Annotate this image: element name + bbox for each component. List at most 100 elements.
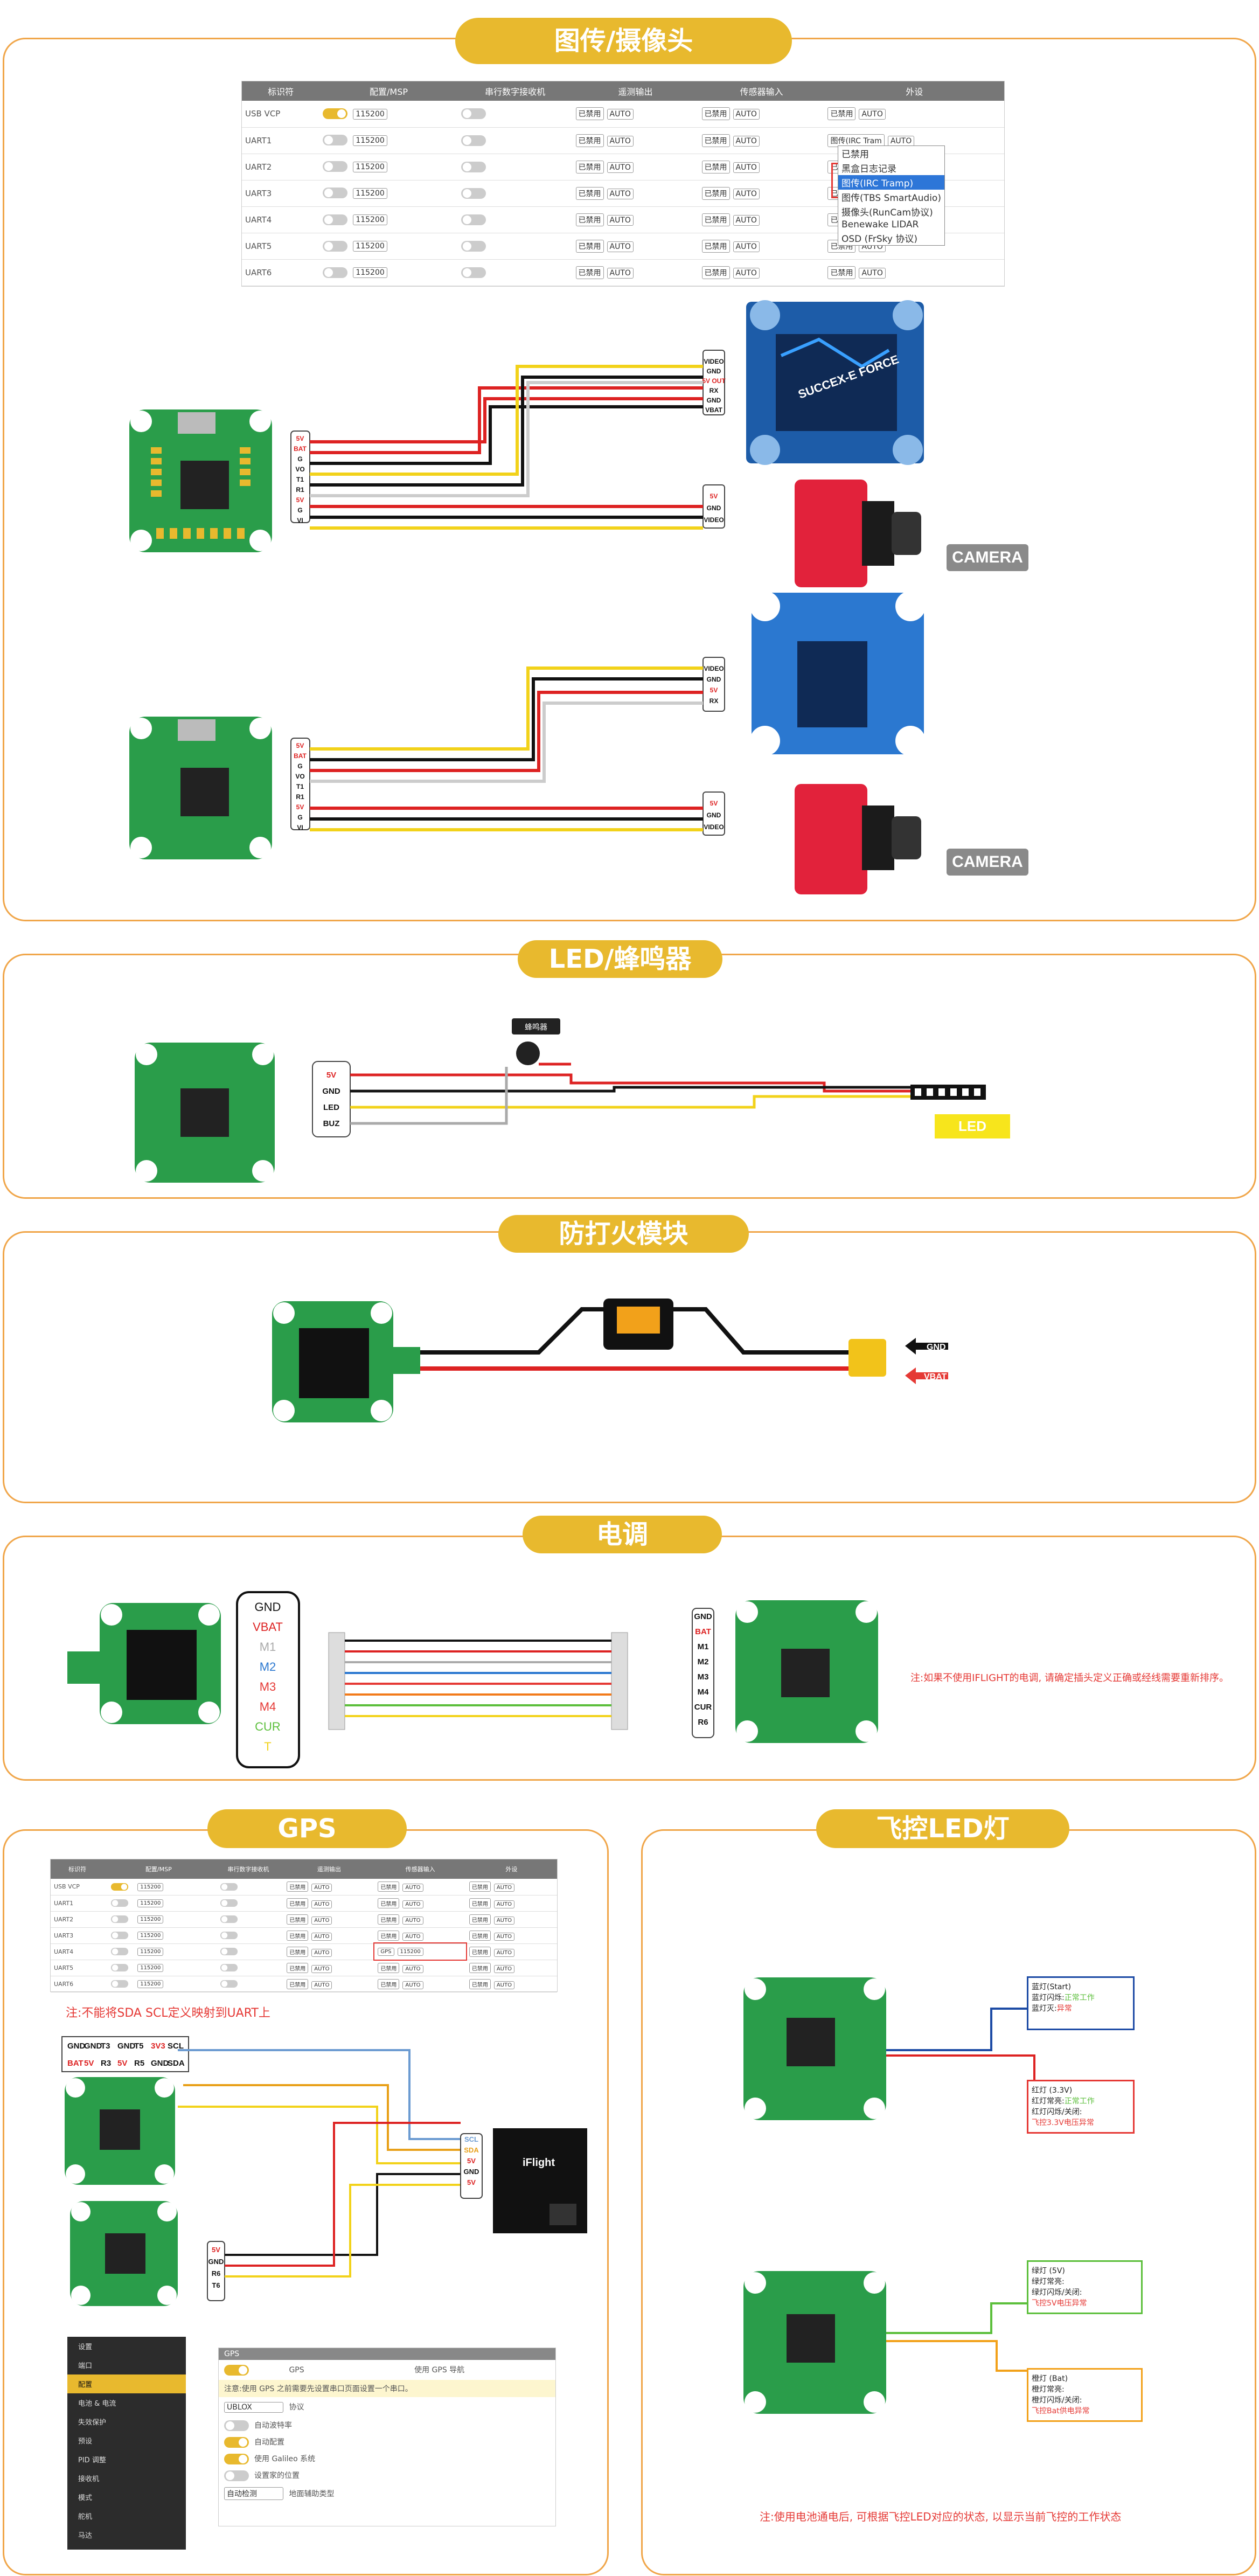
sensor-baud-select[interactable]: 115200 [397, 1947, 423, 1956]
msp-toggle[interactable] [323, 267, 348, 278]
sidebar-menu-item[interactable]: 马达 [78, 2532, 93, 2540]
sidebar-menu-item[interactable]: 舵机 [78, 2513, 93, 2521]
serial-rx-toggle[interactable] [461, 240, 486, 252]
dropdown-option[interactable]: 已禁用 [841, 149, 869, 160]
sidebar-menu-item[interactable]: 预设 [78, 2438, 93, 2446]
telemetry-baud-select[interactable]: AUTO [607, 214, 634, 226]
telemetry-select[interactable]: 已禁用 [575, 160, 604, 173]
peripheral-select[interactable]: 已禁用 [469, 1914, 491, 1925]
telemetry-baud-select[interactable]: AUTO [311, 1900, 332, 1908]
sensor-baud-select[interactable]: AUTO [733, 188, 760, 199]
peripheral-select[interactable]: 已禁用 [469, 1978, 491, 1989]
peripheral-baud-select[interactable]: AUTO [493, 1900, 514, 1908]
telemetry-baud-select[interactable]: AUTO [607, 241, 634, 252]
telemetry-select[interactable]: 已禁用 [287, 1898, 309, 1908]
telemetry-select[interactable]: 已禁用 [287, 1914, 309, 1925]
dropdown-option[interactable]: 摄像头(RunCam协议) [841, 207, 933, 218]
msp-toggle[interactable] [111, 1915, 129, 1923]
msp-toggle[interactable] [323, 240, 348, 252]
dropdown-option[interactable]: 黑盒日志记录 [841, 164, 896, 175]
sensor-select[interactable]: 已禁用 [378, 1881, 400, 1892]
telemetry-baud-select[interactable]: AUTO [607, 135, 634, 147]
sensor-select[interactable]: 已禁用 [701, 134, 730, 147]
serial-rx-toggle[interactable] [220, 1964, 238, 1971]
telemetry-select[interactable]: 已禁用 [575, 266, 604, 279]
serial-rx-toggle[interactable] [461, 267, 486, 278]
sensor-select[interactable]: 已禁用 [701, 239, 730, 253]
msp-toggle[interactable] [111, 1899, 129, 1907]
msp-toggle[interactable] [111, 1964, 129, 1971]
gps-option-toggle[interactable] [224, 2437, 249, 2448]
sidebar-menu-item[interactable]: 端口 [78, 2362, 93, 2370]
telemetry-baud-select[interactable]: AUTO [607, 267, 634, 279]
baud-select[interactable]: 115200 [137, 1899, 164, 1907]
telemetry-select[interactable]: 已禁用 [287, 1962, 309, 1973]
sensor-baud-select[interactable]: AUTO [402, 1964, 423, 1973]
telemetry-baud-select[interactable]: AUTO [311, 1964, 332, 1973]
baud-select[interactable]: 115200 [353, 267, 387, 279]
sidebar-menu-item[interactable]: PID 调整 [78, 2456, 106, 2464]
sensor-select[interactable]: 已禁用 [701, 266, 730, 279]
peripheral-dropdown[interactable]: 已禁用黑盒日志记录图传(IRC Tramp)图传(TBS SmartAudio)… [838, 145, 945, 246]
msp-toggle[interactable] [111, 1980, 129, 1988]
peripheral-baud-select[interactable]: AUTO [493, 1916, 514, 1925]
serial-rx-toggle[interactable] [220, 1932, 238, 1939]
gps-option-toggle[interactable] [224, 2470, 249, 2481]
baud-select[interactable]: 115200 [353, 241, 387, 252]
peripheral-select[interactable]: 已禁用 [469, 1930, 491, 1941]
sensor-select[interactable]: GPS [378, 1947, 394, 1956]
serial-rx-toggle[interactable] [461, 108, 486, 120]
peripheral-select[interactable]: 已禁用 [469, 1881, 491, 1892]
telemetry-select[interactable]: 已禁用 [287, 1946, 309, 1957]
telemetry-select[interactable]: 已禁用 [287, 1881, 309, 1892]
telemetry-select[interactable]: 已禁用 [575, 134, 604, 147]
sidebar-menu-item[interactable]: 电池 & 电流 [78, 2400, 116, 2408]
msp-toggle[interactable] [323, 161, 348, 172]
dropdown-option[interactable]: OSD (FrSky 协议) [841, 234, 917, 245]
sensor-baud-select[interactable]: AUTO [402, 1981, 423, 1989]
peripheral-select[interactable]: 已禁用 [469, 1898, 491, 1908]
sensor-baud-select[interactable]: AUTO [402, 1884, 423, 1892]
baud-select[interactable]: 115200 [353, 188, 387, 199]
sensor-select[interactable]: 已禁用 [378, 1914, 400, 1925]
telemetry-baud-select[interactable]: AUTO [607, 109, 634, 120]
gps-protocol-select[interactable]: UBLOX [224, 2402, 283, 2413]
msp-toggle[interactable] [323, 188, 348, 199]
serial-rx-toggle[interactable] [461, 135, 486, 146]
telemetry-select[interactable]: 已禁用 [575, 239, 604, 253]
sidebar-menu-item[interactable]: 模式 [78, 2494, 93, 2502]
serial-rx-toggle[interactable] [220, 1980, 238, 1988]
telemetry-select[interactable]: 已禁用 [287, 1930, 309, 1941]
dropdown-option[interactable]: 图传(IRC Tramp) [838, 175, 944, 190]
telemetry-baud-select[interactable]: AUTO [311, 1884, 332, 1892]
sensor-baud-select[interactable]: AUTO [402, 1900, 423, 1908]
peripheral-select[interactable]: 已禁用 [469, 1946, 491, 1957]
telemetry-select[interactable]: 已禁用 [575, 213, 604, 226]
gps-option-toggle[interactable] [224, 2454, 249, 2464]
serial-rx-toggle[interactable] [461, 161, 486, 172]
dropdown-option[interactable]: Benewake LIDAR [841, 219, 919, 230]
msp-toggle[interactable] [323, 214, 348, 225]
serial-rx-toggle[interactable] [220, 1948, 238, 1955]
msp-toggle[interactable] [111, 1883, 129, 1891]
baud-select[interactable]: 115200 [353, 214, 387, 226]
telemetry-baud-select[interactable]: AUTO [311, 1916, 332, 1925]
telemetry-select[interactable]: 已禁用 [575, 186, 604, 200]
telemetry-select[interactable]: 已禁用 [287, 1978, 309, 1989]
msp-toggle[interactable] [111, 1932, 129, 1939]
peripheral-baud-select[interactable]: AUTO [493, 1964, 514, 1973]
telemetry-baud-select[interactable]: AUTO [607, 188, 634, 199]
peripheral-baud-select[interactable]: AUTO [493, 1981, 514, 1989]
msp-toggle[interactable] [323, 135, 348, 146]
sidebar-menu-item[interactable]: 接收机 [78, 2475, 100, 2483]
sensor-baud-select[interactable]: AUTO [733, 135, 760, 147]
msp-toggle[interactable] [323, 108, 348, 120]
baud-select[interactable]: 115200 [137, 1883, 164, 1891]
peripheral-baud-select[interactable]: AUTO [493, 1932, 514, 1941]
baud-select[interactable]: 115200 [137, 1915, 164, 1924]
baud-select[interactable]: 115200 [353, 135, 387, 146]
peripheral-select[interactable]: 图传(IRC Tram [827, 134, 885, 147]
serial-rx-toggle[interactable] [461, 188, 486, 199]
sensor-select[interactable]: 已禁用 [701, 107, 730, 121]
serial-rx-toggle[interactable] [220, 1899, 238, 1907]
